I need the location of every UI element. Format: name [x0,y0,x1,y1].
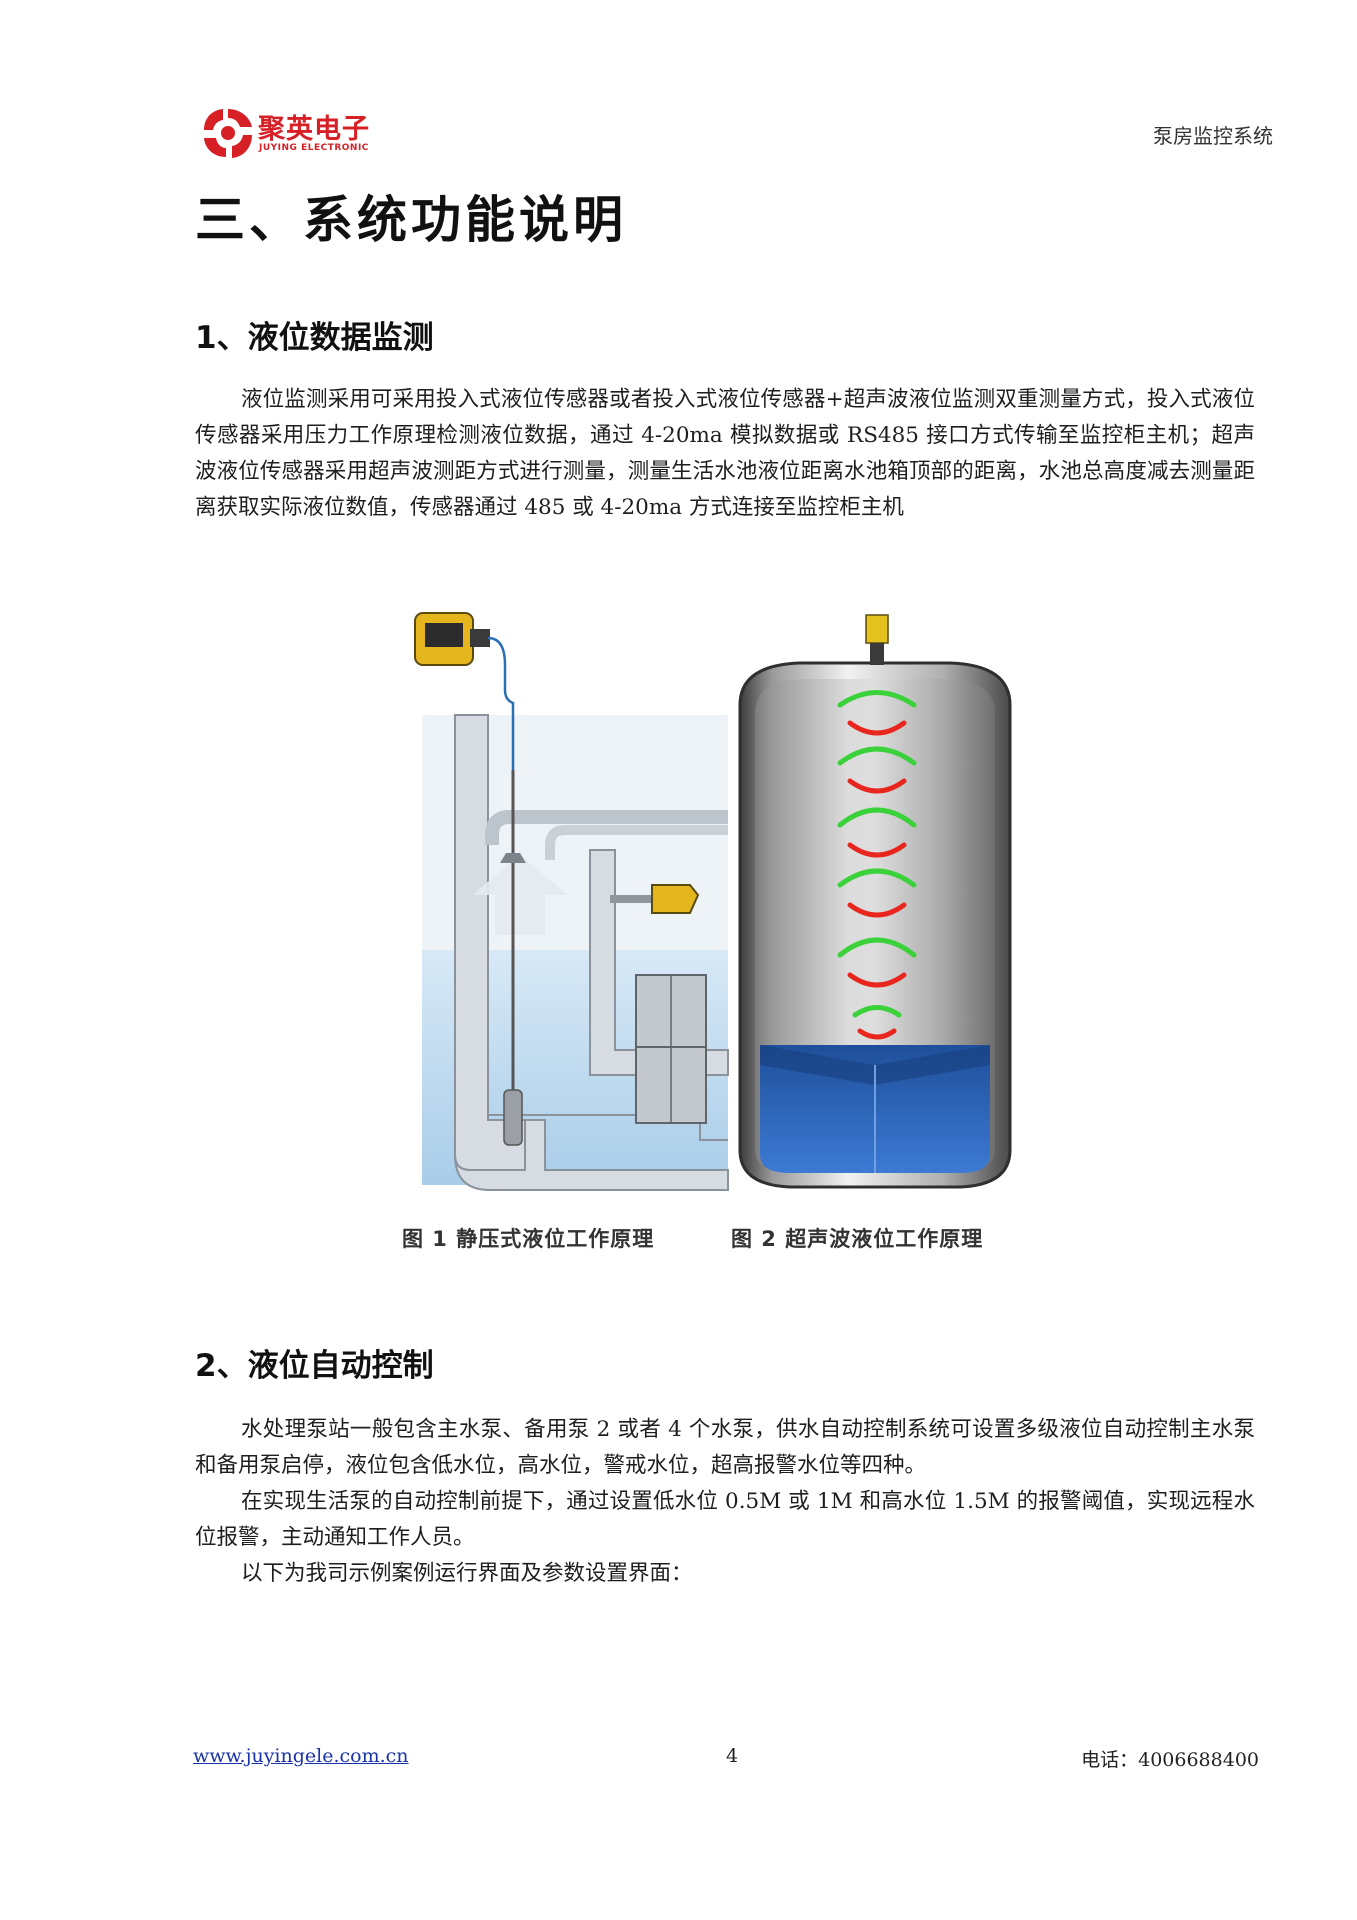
paragraph-example-intro: 以下为我司示例案例运行界面及参数设置界面： [241,1561,693,1586]
ultrasonic-panel [738,614,1012,1189]
paragraph-pump-station: 水处理泵站一般包含主水泵、备用泵 2 或者 4 个水泵，供水自动控制系统可设置多… [195,1417,1255,1478]
document-title: 泵房监控系统 [1153,124,1273,148]
paragraph-alarm-threshold: 在实现生活泵的自动控制前提下，通过设置低水位 0.5M 或 1M 和高水位 1.… [195,1489,1255,1550]
company-logo: 聚英电子 JUYING ELECTRONIC [200,105,380,161]
logo-text-en: JUYING ELECTRONIC [259,143,369,153]
page-number: 4 [726,1745,739,1767]
logo-text-cn: 聚英电子 [258,114,370,145]
hydrostatic-panel [414,612,729,1191]
figure-caption-ultrasonic: 图 2 超声波液位工作原理 [731,1227,984,1251]
figure-caption-hydrostatic: 图 1 静压式液位工作原理 [402,1227,655,1251]
level-principle-illustration [414,612,1012,1191]
logo-swirl-icon [204,109,252,158]
section-title-level-monitoring: 1、液位数据监测 [195,320,434,356]
level-principle-figure [400,595,1060,1225]
section-title-auto-control: 2、液位自动控制 [195,1348,434,1384]
chapter-title: 三、系统功能说明 [195,191,627,249]
paragraph-level-monitoring: 液位监测采用可采用投入式液位传感器或者投入式液位传感器+超声波液位监测双重测量方… [195,387,1255,520]
footer-website-link[interactable]: www.juyingele.com.cn [193,1745,409,1767]
footer-phone: 电话：4006688400 [1081,1749,1259,1771]
ultrasonic-wave-arcs [837,690,917,1040]
